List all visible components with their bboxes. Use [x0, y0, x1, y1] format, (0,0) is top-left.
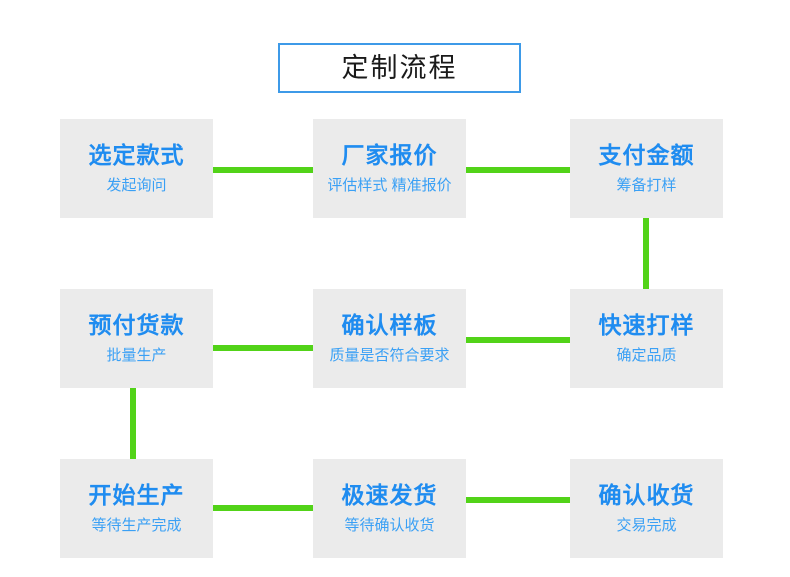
step-subtitle-confirm-sample: 质量是否符合要求	[329, 346, 450, 364]
connector-select-style-to-factory-quote	[209, 167, 315, 173]
step-box-confirm-sample[interactable]: 确认样板 质量是否符合要求	[313, 289, 466, 388]
step-box-confirm-receipt[interactable]: 确认收货 交易完成	[570, 459, 723, 558]
step-box-fast-shipping[interactable]: 极速发货 等待确认收货	[313, 459, 466, 558]
connector-prepay-goods-to-start-production	[130, 387, 136, 467]
step-subtitle-fast-sampling: 确定品质	[616, 346, 677, 364]
step-box-fast-sampling[interactable]: 快速打样 确定品质	[570, 289, 723, 388]
connector-pay-amount-to-fast-sampling	[643, 217, 649, 297]
connector-start-production-to-fast-shipping	[209, 505, 315, 511]
step-box-prepay-goods[interactable]: 预付货款 批量生产	[60, 289, 213, 388]
step-subtitle-factory-quote: 评估样式 精准报价	[327, 176, 452, 194]
step-title-fast-shipping: 极速发货	[341, 481, 438, 508]
step-title-start-production: 开始生产	[88, 481, 185, 508]
step-box-pay-amount[interactable]: 支付金额 筹备打样	[570, 119, 723, 218]
step-box-start-production[interactable]: 开始生产 等待生产完成	[60, 459, 213, 558]
step-title-select-style: 选定款式	[88, 141, 185, 168]
step-subtitle-prepay-goods: 批量生产	[106, 346, 167, 364]
step-title-factory-quote: 厂家报价	[341, 141, 438, 168]
step-subtitle-select-style: 发起询问	[106, 176, 167, 194]
step-subtitle-start-production: 等待生产完成	[91, 516, 182, 534]
step-title-pay-amount: 支付金额	[598, 141, 695, 168]
step-title-confirm-receipt: 确认收货	[598, 481, 695, 508]
step-subtitle-pay-amount: 筹备打样	[616, 176, 677, 194]
step-box-factory-quote[interactable]: 厂家报价 评估样式 精准报价	[313, 119, 466, 218]
connector-fast-shipping-to-confirm-receipt	[466, 497, 572, 503]
step-subtitle-confirm-receipt: 交易完成	[616, 516, 677, 534]
step-box-select-style[interactable]: 选定款式 发起询问	[60, 119, 213, 218]
step-subtitle-fast-shipping: 等待确认收货	[344, 516, 435, 534]
diagram-title: 定制流程	[341, 52, 458, 83]
connector-factory-quote-to-pay-amount	[466, 167, 572, 173]
connector-fast-sampling-to-confirm-sample	[466, 337, 572, 343]
step-title-confirm-sample: 确认样板	[341, 311, 438, 338]
step-title-prepay-goods: 预付货款	[88, 311, 185, 338]
diagram-title-box: 定制流程	[278, 43, 521, 93]
step-title-fast-sampling: 快速打样	[598, 311, 695, 338]
connector-confirm-sample-to-prepay-goods	[209, 345, 315, 351]
